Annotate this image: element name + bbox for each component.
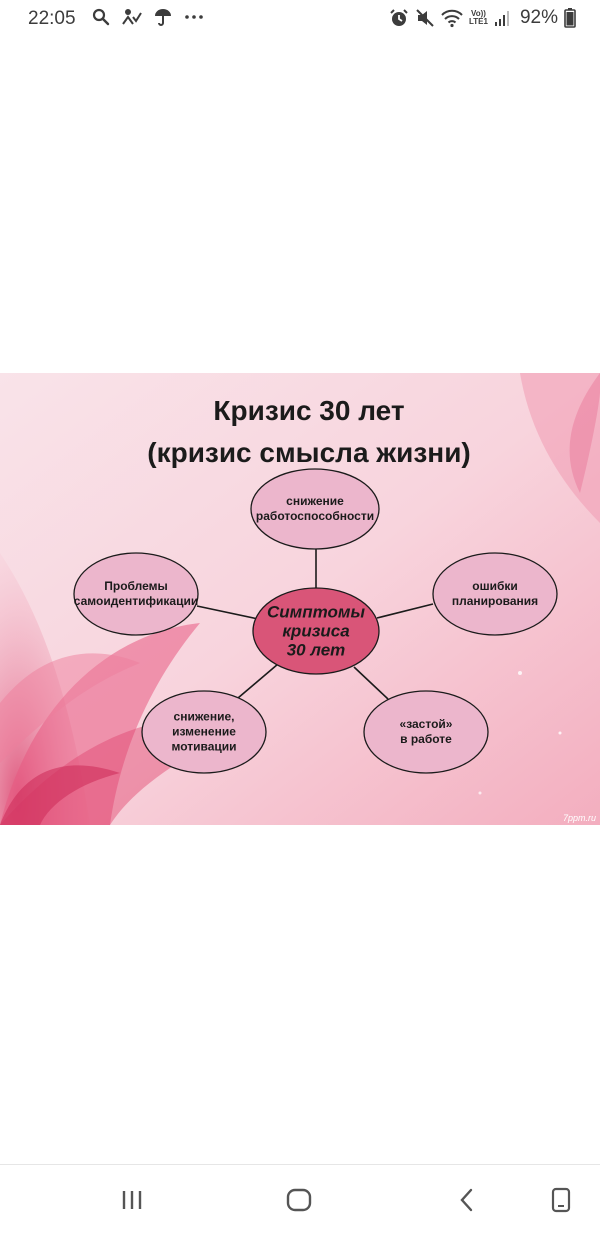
volte-icon: Vo)) LTE1 <box>469 9 488 26</box>
battery-percent: 92% <box>519 7 558 28</box>
umbrella-icon <box>155 9 171 26</box>
back-icon <box>460 1188 473 1212</box>
status-left-icons <box>92 8 204 26</box>
home-button[interactable] <box>279 1183 319 1217</box>
node-bottom-left-label: снижение, изменение мотивации <box>171 709 237 754</box>
screenshot-icon <box>551 1187 571 1213</box>
node-right-shape <box>432 552 558 636</box>
alarm-icon <box>390 9 408 26</box>
node-bottom-right-shape <box>363 690 489 774</box>
screenshot-button[interactable] <box>541 1183 581 1217</box>
node-left-label: Проблемы самоидентификации <box>73 579 199 608</box>
wifi-icon <box>441 9 463 28</box>
node-bottom-right-label: «застой» в работе <box>399 717 453 746</box>
signal-icon <box>494 11 509 26</box>
navigation-bar <box>0 1164 600 1233</box>
status-right-icons: Vo)) LTE1 92% <box>389 7 576 29</box>
slide-background <box>0 373 600 825</box>
node-top-shape <box>250 468 380 550</box>
missed-call-icon <box>122 9 142 25</box>
center-node-label: Симптомы кризиса 30 лет <box>267 602 365 660</box>
slide-title-line2: (кризис смысла жизни) <box>147 437 471 468</box>
battery-icon <box>564 8 576 28</box>
watermark: 7ppm.ru <box>562 813 596 823</box>
more-dots-icon <box>185 15 203 19</box>
home-icon <box>286 1188 312 1212</box>
status-bar: 22:05 <box>0 0 600 38</box>
recent-apps-icon <box>122 1191 142 1209</box>
search-icon <box>92 8 110 26</box>
slide-title-line1: Кризис 30 лет <box>213 395 405 426</box>
node-right-label: ошибки планирования <box>451 579 539 608</box>
recent-apps-button[interactable] <box>112 1183 152 1217</box>
mute-icon <box>416 9 434 27</box>
status-time: 22:05 <box>28 8 76 29</box>
node-left-shape <box>73 552 199 636</box>
node-top-label: снижение работоспособности <box>255 494 375 523</box>
center-node-shape <box>252 587 380 675</box>
node-bottom-left-shape <box>141 690 267 774</box>
image-viewer[interactable]: Кризис 30 лет (кризис смысла жизни) сниж… <box>0 373 600 825</box>
back-button[interactable] <box>447 1183 487 1217</box>
